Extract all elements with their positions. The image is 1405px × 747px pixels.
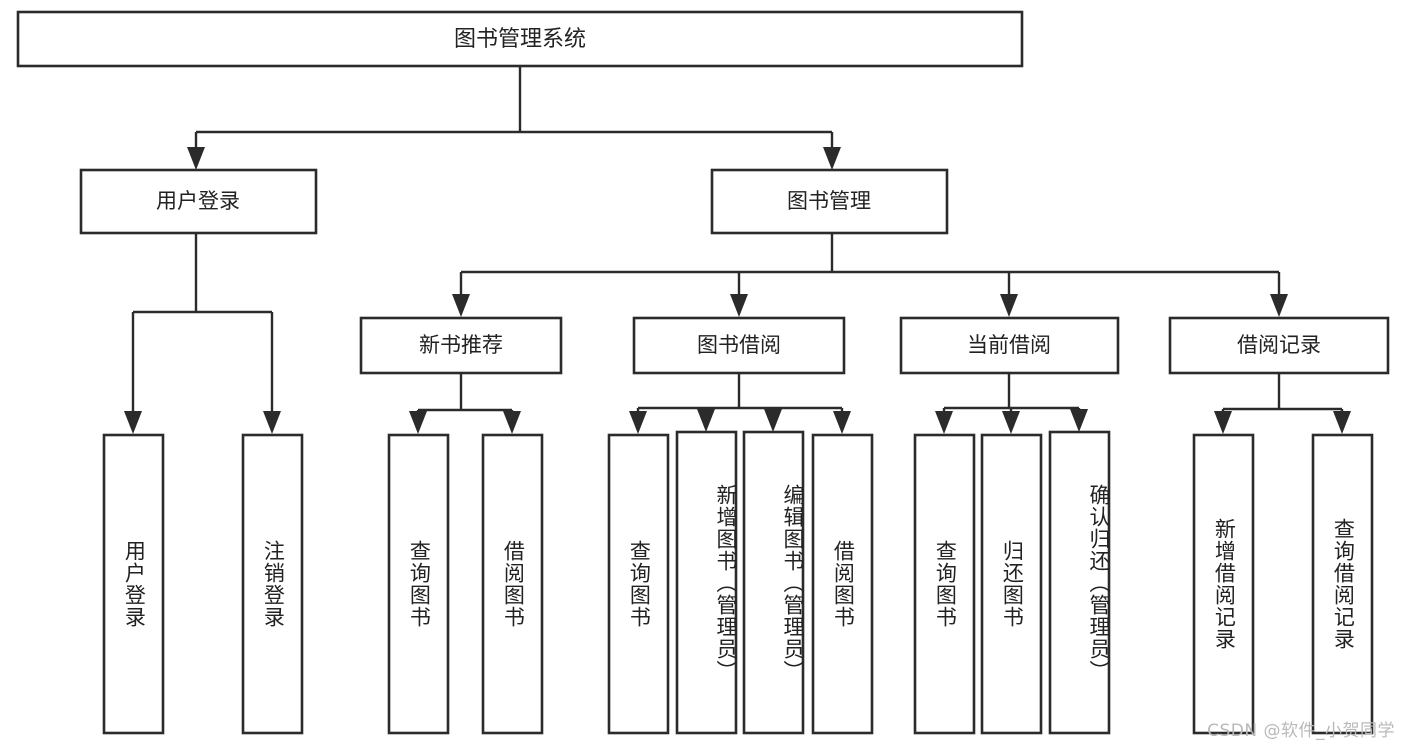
node-leaf-return-book[interactable] (980, 433, 1043, 735)
arrow-head-leaf-borrow-book-2 (833, 411, 851, 434)
node-user-login[interactable] (79, 168, 318, 235)
node-new-book-recommend[interactable] (359, 316, 563, 375)
connector-group-borrow-record (1214, 373, 1351, 434)
node-leaf-borrow-book-2[interactable] (811, 433, 874, 735)
arrow-head-leaf-add-record (1214, 411, 1232, 434)
node-leaf-edit-book[interactable] (742, 430, 805, 735)
node-leaf-add-book[interactable] (675, 430, 738, 735)
arrow-head-leaf-logout-login (263, 411, 281, 434)
node-current-borrow-label: 当前借阅 (967, 333, 1051, 357)
node-book-borrow-label: 图书借阅 (697, 333, 781, 357)
connector-group-user-login (124, 233, 281, 434)
node-root-label: 图书管理系统 (454, 27, 586, 52)
node-leaf-query-book-2[interactable] (607, 433, 670, 735)
connector-group-new-book-recommend (409, 373, 521, 434)
node-leaf-confirm-return[interactable] (1048, 430, 1111, 735)
arrow-head-leaf-confirm-return (1070, 409, 1088, 432)
arrow-head-user-login (187, 147, 205, 170)
node-leaf-user-login[interactable] (102, 433, 165, 735)
arrow-head-leaf-user-login (124, 411, 142, 434)
arrow-head-borrow-record (1270, 294, 1288, 317)
arrow-head-leaf-query-record (1333, 411, 1351, 434)
node-leaf-query-record[interactable] (1311, 433, 1374, 735)
arrow-head-book-manage (823, 147, 841, 170)
arrow-head-leaf-return-book (1002, 411, 1020, 434)
node-current-borrow[interactable] (899, 316, 1120, 375)
connector-group-book-borrow (629, 373, 851, 434)
csdn-watermark: CSDN @软件_小贺同学 (1207, 721, 1395, 741)
node-leaf-logout-login[interactable] (241, 433, 304, 735)
node-user-login-label: 用户登录 (156, 189, 240, 213)
arrow-head-book-borrow (730, 294, 748, 317)
arrow-head-leaf-add-book (697, 409, 715, 432)
node-leaf-borrow-book-1[interactable] (481, 433, 544, 735)
node-new-book-recommend-label: 新书推荐 (419, 333, 503, 357)
node-book-borrow[interactable] (632, 316, 846, 375)
node-book-manage-label: 图书管理 (787, 189, 871, 213)
node-root[interactable] (16, 10, 1024, 68)
arrow-head-leaf-query-book-2 (629, 411, 647, 434)
connector-group-book-manage (452, 233, 1288, 317)
node-leaf-add-record[interactable] (1192, 433, 1255, 735)
arrow-head-leaf-query-book-3 (935, 411, 953, 434)
node-borrow-record-label: 借阅记录 (1237, 333, 1321, 357)
arrow-head-leaf-edit-book (764, 409, 782, 432)
arrow-head-leaf-query-book-1 (409, 411, 427, 434)
connector-group-current-borrow (935, 373, 1088, 434)
arrow-head-leaf-borrow-book-1 (503, 411, 521, 434)
node-borrow-record[interactable] (1168, 316, 1390, 375)
connector-group-root (187, 66, 841, 170)
arrow-head-current-borrow (1000, 294, 1018, 317)
node-leaf-query-book-3[interactable] (913, 433, 976, 735)
node-leaf-query-book-1[interactable] (387, 433, 450, 735)
arrow-head-new-book-recommend (452, 294, 470, 317)
node-book-manage[interactable] (710, 168, 949, 235)
